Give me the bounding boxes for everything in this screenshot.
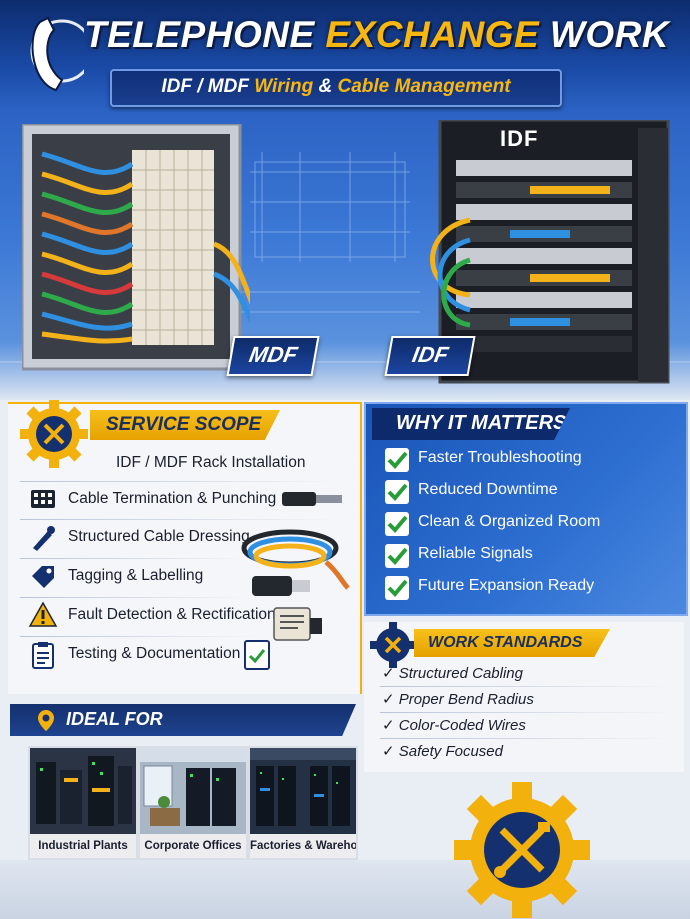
page-title: TELEPHONE EXCHANGE WORK <box>84 14 669 56</box>
work-standards-banner: WORK STANDARDS <box>414 629 610 657</box>
factory-warehouse-image <box>250 748 356 834</box>
checkmark-icon <box>385 544 409 568</box>
tester-device-illustration <box>273 607 322 641</box>
standard-item: ✓ Color-Coded Wires <box>382 717 526 734</box>
divider <box>20 481 340 482</box>
why-item: Future Expansion Ready <box>384 574 674 602</box>
subtitle-part2: Wiring <box>254 76 314 97</box>
why-it-matters-banner: WHY IT MATTERS <box>372 408 570 440</box>
gear-tools-icon <box>370 622 416 668</box>
industrial-plant-image <box>30 748 136 834</box>
why-item: Faster Troubleshooting <box>384 446 674 474</box>
page-subtitle: IDF / MDF Wiring & Cable Management <box>112 76 560 98</box>
checkmark-icon <box>385 480 409 504</box>
standard-item: ✓ Structured Cabling <box>382 665 523 682</box>
standard-item-text: Proper Bend Radius <box>398 691 534 708</box>
scope-item-cable-termination: Cable Termination & Punching <box>68 490 277 507</box>
ideal-card-label: Corporate Offices <box>140 834 246 858</box>
ideal-card-industrial: Industrial Plants <box>28 746 138 860</box>
title-part3: WORK <box>549 14 670 55</box>
divider <box>380 738 676 739</box>
patch-panel-icon <box>31 490 55 508</box>
divider <box>20 519 340 520</box>
ideal-card-factories: Factories & Warehouses <box>248 746 358 860</box>
divider <box>380 712 676 713</box>
scope-item-cable-dressing: Structured Cable Dressing <box>68 528 250 545</box>
scope-item-rack-installation: IDF / MDF Rack Installation <box>116 454 306 471</box>
scope-item-fault-detection: Fault Detection & Rectification <box>68 606 276 623</box>
idf-rack-illustration <box>430 120 670 384</box>
telephone-handset-icon <box>30 16 84 92</box>
connector-illustration <box>252 576 310 596</box>
why-item-text: Clean & Organized Room <box>418 513 601 530</box>
subtitle-part4: Cable Management <box>337 76 511 97</box>
ideal-card-label: Factories & Warehouses <box>250 834 356 858</box>
punch-tool-illustration <box>282 492 342 506</box>
service-scope-title: SERVICE SCOPE <box>106 414 262 435</box>
why-item: Clean & Organized Room <box>384 510 674 538</box>
work-standards-title: WORK STANDARDS <box>428 634 583 651</box>
hero-illustration: MDF IDF IDF <box>0 112 690 400</box>
ideal-card-offices: Corporate Offices <box>138 746 248 860</box>
idf-badge: IDF <box>384 336 476 376</box>
why-item-text: Reduced Downtime <box>418 481 558 498</box>
divider <box>20 636 260 637</box>
subtitle-bar: IDF / MDF Wiring & Cable Management <box>110 69 562 107</box>
scope-item-testing: Testing & Documentation <box>68 645 241 662</box>
ideal-card-label: Industrial Plants <box>30 834 136 858</box>
service-scope-banner: SERVICE SCOPE <box>90 410 280 440</box>
divider <box>380 686 676 687</box>
checkmark-icon <box>385 512 409 536</box>
title-part1: TELEPHONE <box>84 14 315 55</box>
corporate-office-image <box>140 748 246 834</box>
standard-item-text: Structured Cabling <box>398 665 523 682</box>
why-item-text: Reliable Signals <box>418 545 533 562</box>
warning-icon <box>28 601 58 627</box>
why-item: Reduced Downtime <box>384 478 674 506</box>
title-part2: EXCHANGE <box>325 14 540 55</box>
cable-coil-illustration <box>241 529 350 590</box>
subtitle-part3: & <box>318 76 333 97</box>
mdf-cabinet-illustration <box>22 124 250 371</box>
why-it-matters-title: WHY IT MATTERS <box>396 412 567 434</box>
ideal-for-banner <box>10 704 356 736</box>
standard-item-text: Color-Coded Wires <box>398 717 526 734</box>
standard-item-text: Safety Focused <box>398 743 503 760</box>
why-item-text: Faster Troubleshooting <box>418 449 582 466</box>
clipboard-icon <box>32 642 54 669</box>
ideal-for-title: IDEAL FOR <box>66 709 163 729</box>
why-item: Reliable Signals <box>384 542 674 570</box>
checklist-icon <box>244 640 270 670</box>
location-pin-icon <box>38 710 54 731</box>
scope-item-tagging: Tagging & Labelling <box>68 567 204 584</box>
standard-item: ✓ Safety Focused <box>382 743 503 760</box>
cable-tool-icon <box>33 526 55 551</box>
checkmark-icon <box>385 576 409 600</box>
large-gear-tools-icon <box>454 782 590 918</box>
mdf-label: MDF <box>247 342 300 367</box>
why-item-text: Future Expansion Ready <box>418 577 595 594</box>
tag-icon <box>32 566 54 588</box>
idf-rack-top-label: IDF <box>500 126 539 151</box>
divider <box>20 597 250 598</box>
checkmark-icon <box>385 448 409 472</box>
subtitle-part1: IDF / MDF <box>161 76 249 97</box>
mdf-badge: MDF <box>226 336 320 376</box>
gear-tools-icon <box>20 400 88 468</box>
divider <box>20 558 250 559</box>
standard-item: ✓ Proper Bend Radius <box>382 691 534 708</box>
idf-label: IDF <box>410 342 451 367</box>
